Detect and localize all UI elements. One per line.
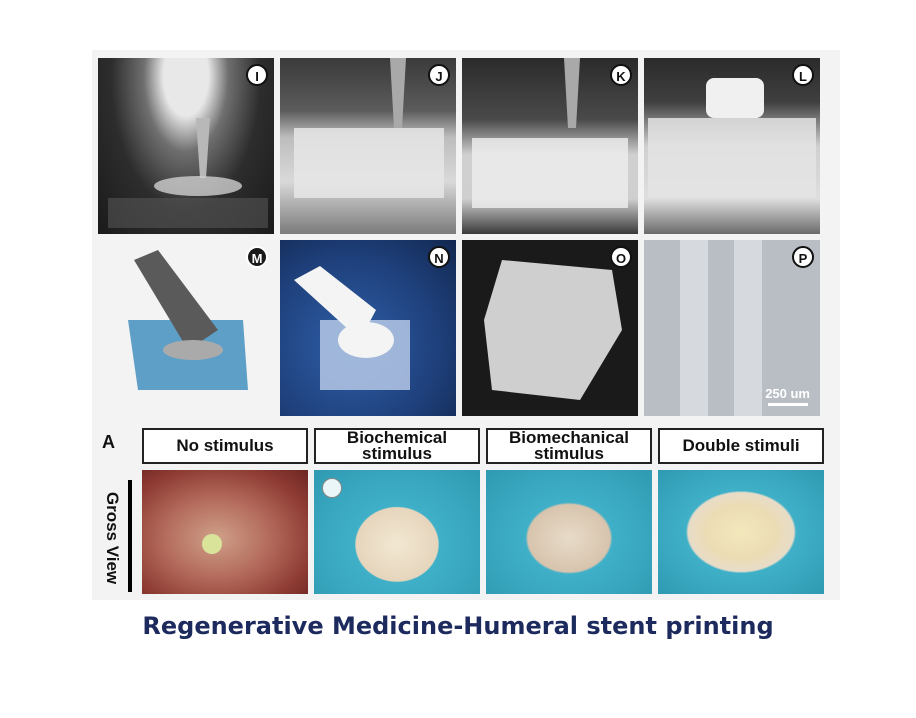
photo-o: O bbox=[462, 240, 638, 416]
nozzle-scaffold-image-k bbox=[472, 58, 628, 208]
scaffold-3d-model bbox=[128, 250, 248, 390]
panel-label-n: N bbox=[428, 246, 450, 268]
photo-k: K bbox=[462, 58, 638, 234]
scale-bar-line bbox=[767, 403, 808, 406]
gross-view-no-stimulus bbox=[142, 470, 308, 594]
scaffold-cross-section-image bbox=[484, 260, 622, 400]
nozzle-scaffold-image-l bbox=[648, 78, 816, 198]
panel-label-j: J bbox=[428, 64, 450, 86]
printed-scaffold-image-n bbox=[294, 266, 410, 390]
gross-view-double-stimuli bbox=[658, 470, 824, 594]
condition-label-biomechanical: Biomechanical stimulus bbox=[486, 428, 652, 464]
side-label-gross-view: Gross View bbox=[103, 491, 123, 585]
condition-label-biochemical: Biochemical stimulus bbox=[314, 428, 480, 464]
nozzle-scaffold-image-i bbox=[108, 118, 268, 228]
photo-p: P 250 um bbox=[644, 240, 820, 416]
panel-label-l: L bbox=[792, 64, 814, 86]
gross-view-biomechanical bbox=[486, 470, 652, 594]
scaffold-microscopy-image bbox=[680, 240, 762, 416]
condition-label-no-stimulus: No stimulus bbox=[142, 428, 308, 464]
panel-label-m: M bbox=[246, 246, 268, 268]
gross-view-biochemical bbox=[314, 470, 480, 594]
scale-bar-label: 250 um bbox=[765, 386, 810, 401]
scale-bar: 250 um bbox=[765, 386, 810, 406]
panel-label-p: P bbox=[792, 246, 814, 268]
model-m: M bbox=[98, 240, 274, 416]
photo-i: I bbox=[98, 58, 274, 234]
caption: Regenerative Medicine-Humeral stent prin… bbox=[142, 612, 774, 640]
photo-j: J bbox=[280, 58, 456, 234]
figure: I J K L M N bbox=[92, 50, 840, 600]
panel-label-i: I bbox=[246, 64, 268, 86]
photo-n: N bbox=[280, 240, 456, 416]
row-label-a: A bbox=[102, 432, 115, 452]
condition-label-double-stimuli: Double stimuli bbox=[658, 428, 824, 464]
move-icon[interactable] bbox=[322, 478, 342, 498]
photo-l: L bbox=[644, 58, 820, 234]
panel-label-k: K bbox=[610, 64, 632, 86]
side-rule bbox=[128, 480, 132, 592]
nozzle-scaffold-image-j bbox=[294, 58, 444, 198]
panel-label-o: O bbox=[610, 246, 632, 268]
